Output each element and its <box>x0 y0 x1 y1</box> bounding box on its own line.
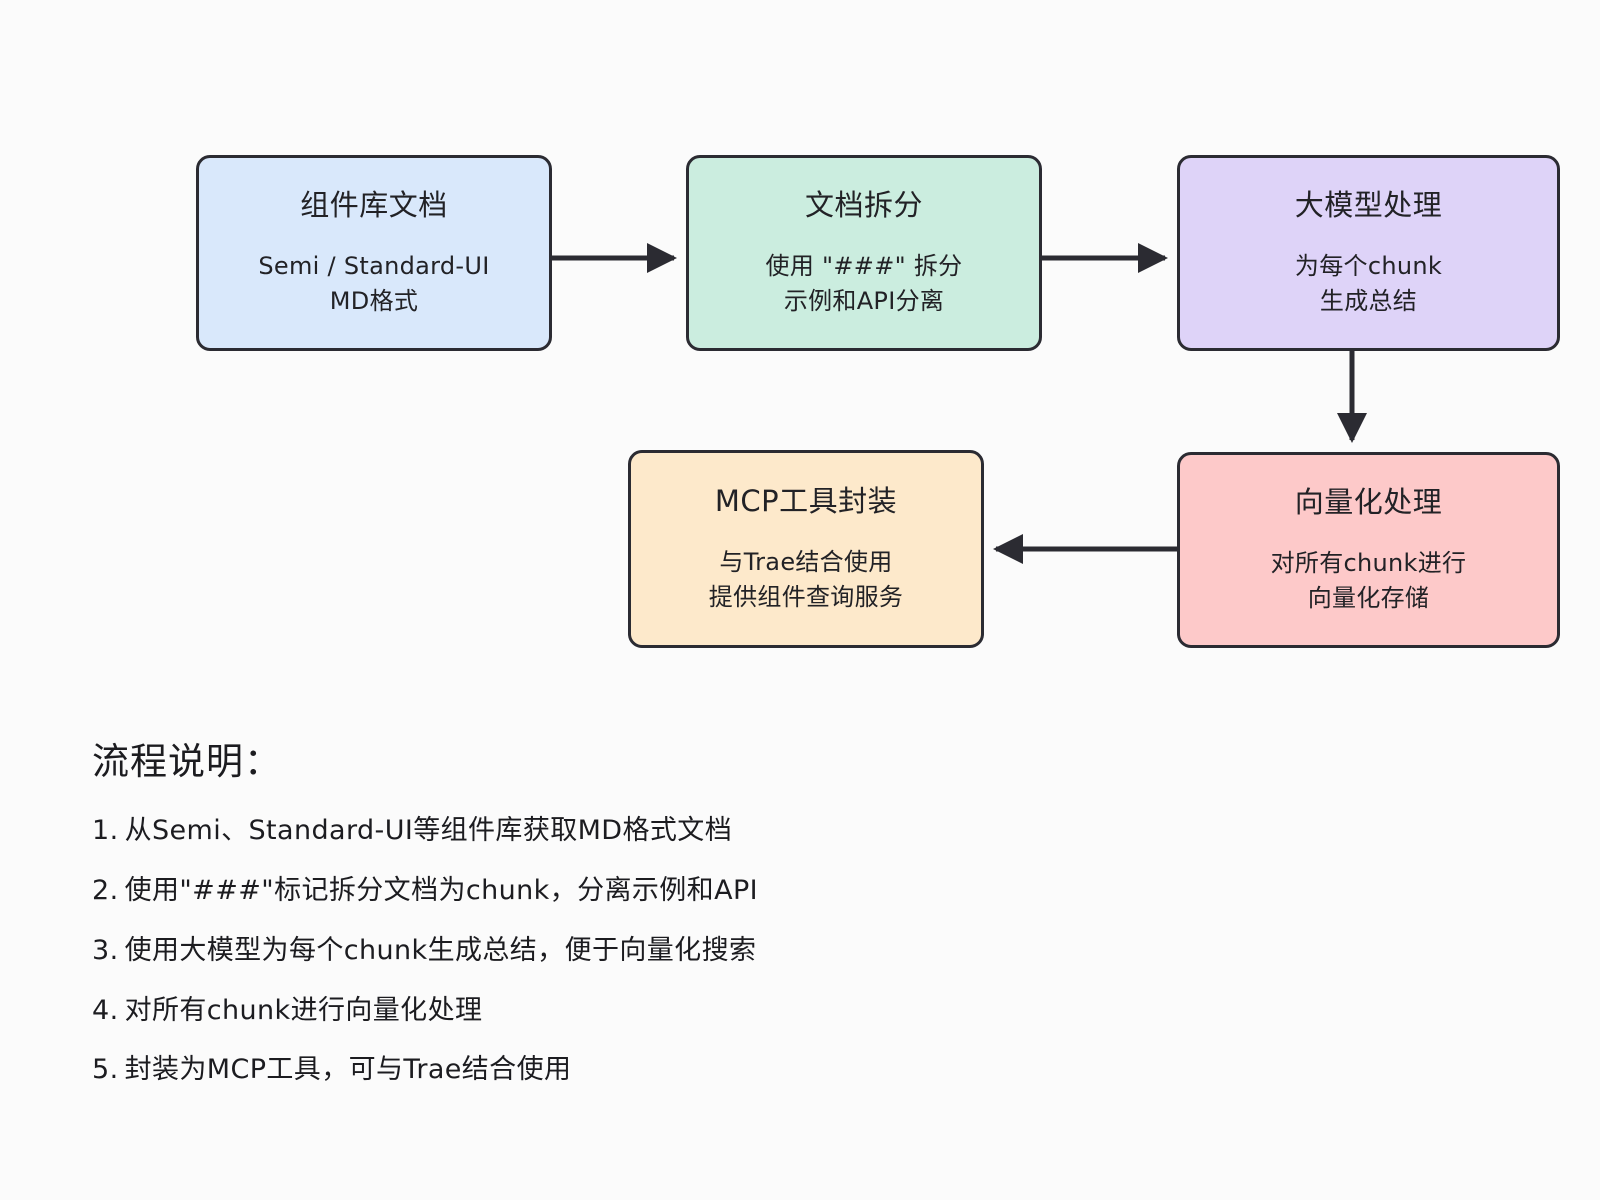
node-subtitle: 使用 "###" 拆分 示例和API分离 <box>766 249 963 319</box>
legend-step: 5.封装为MCP工具，可与Trae结合使用 <box>92 1053 992 1087</box>
node-subtitle-line-2: 示例和API分离 <box>783 287 945 316</box>
legend-step-number: 4. <box>92 994 119 1026</box>
node-subtitle: 为每个chunk 生成总结 <box>1295 249 1442 319</box>
node-subtitle-line-1: 对所有chunk进行 <box>1270 549 1467 578</box>
legend-step-number: 2. <box>92 875 119 907</box>
node-vectorization[interactable]: 向量化处理 对所有chunk进行 向量化存储 <box>1177 452 1560 648</box>
process-description: 流程说明： 1.从Semi、Standard-UI等组件库获取MD格式文档 2.… <box>92 740 992 1113</box>
node-source-document[interactable]: 组件库文档 Semi / Standard-UI MD格式 <box>196 155 552 351</box>
node-subtitle-line-2: 提供组件查询服务 <box>708 583 904 612</box>
node-subtitle: 对所有chunk进行 向量化存储 <box>1271 546 1467 616</box>
legend-step-text: 封装为MCP工具，可与Trae结合使用 <box>124 1054 572 1086</box>
legend-step-text: 从Semi、Standard-UI等组件库获取MD格式文档 <box>124 815 733 847</box>
node-subtitle: 与Trae结合使用 提供组件查询服务 <box>709 545 903 615</box>
legend-step-number: 1. <box>92 815 119 847</box>
node-subtitle: Semi / Standard-UI MD格式 <box>258 249 489 319</box>
node-subtitle-line-2: 生成总结 <box>1319 287 1418 316</box>
node-subtitle-line-1: 为每个chunk <box>1294 252 1443 281</box>
legend-title: 流程说明： <box>92 740 282 783</box>
legend-step-text: 对所有chunk进行向量化处理 <box>124 994 483 1026</box>
node-document-split[interactable]: 文档拆分 使用 "###" 拆分 示例和API分离 <box>686 155 1042 351</box>
node-subtitle-line-1: 使用 "###" 拆分 <box>765 252 963 281</box>
node-title: 向量化处理 <box>1294 485 1443 520</box>
node-title: 组件库文档 <box>300 188 448 223</box>
legend-step-list: 1.从Semi、Standard-UI等组件库获取MD格式文档 2.使用"###… <box>92 814 992 1087</box>
node-subtitle-line-1: Semi / Standard-UI <box>258 252 490 281</box>
node-subtitle-line-2: 向量化存储 <box>1307 584 1430 613</box>
legend-step: 3.使用大模型为每个chunk生成总结，便于向量化搜索 <box>92 934 992 968</box>
legend-step: 1.从Semi、Standard-UI等组件库获取MD格式文档 <box>92 814 992 848</box>
legend-step-text: 使用大模型为每个chunk生成总结，便于向量化搜索 <box>124 934 757 966</box>
legend-step-number: 5. <box>92 1054 119 1086</box>
node-subtitle-line-1: 与Trae结合使用 <box>719 548 893 577</box>
legend-step: 2.使用"###"标记拆分文档为chunk，分离示例和API <box>92 874 992 908</box>
node-llm-processing[interactable]: 大模型处理 为每个chunk 生成总结 <box>1177 155 1560 351</box>
node-subtitle-line-2: MD格式 <box>329 287 419 316</box>
legend-step-number: 3. <box>92 934 119 966</box>
node-title: MCP工具封装 <box>714 484 898 519</box>
legend-step: 4.对所有chunk进行向量化处理 <box>92 994 992 1028</box>
node-mcp-tool-wrapper[interactable]: MCP工具封装 与Trae结合使用 提供组件查询服务 <box>628 450 984 648</box>
legend-step-text: 使用"###"标记拆分文档为chunk，分离示例和API <box>124 875 759 907</box>
node-title: 文档拆分 <box>804 188 923 223</box>
node-title: 大模型处理 <box>1294 188 1443 223</box>
